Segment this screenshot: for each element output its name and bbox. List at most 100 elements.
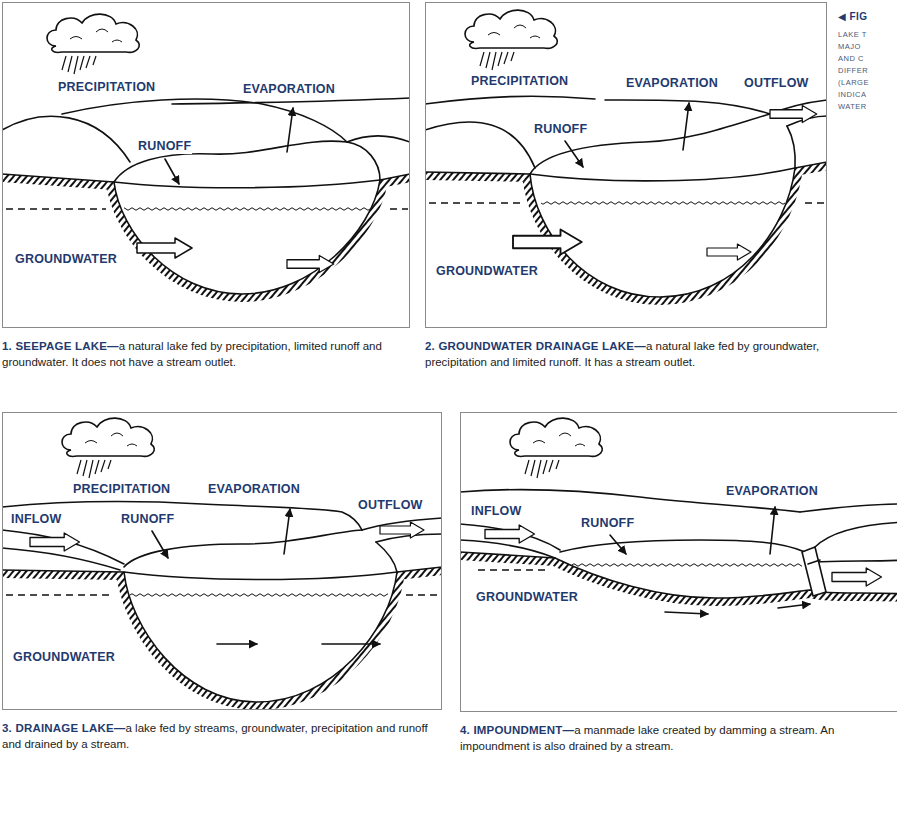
lake-shore [560,540,805,552]
groundwater-arrow [287,256,334,273]
lake-basin [2,567,442,702]
rain-cloud [465,10,557,70]
water-surface [541,200,785,206]
flow-label: GROUNDWATER [475,590,579,605]
impoundment-drawing [460,412,897,614]
figure-note: (LARGE [838,78,869,88]
groundwater-arrow [778,604,810,608]
flow-label: GROUNDWATER [12,650,116,665]
figure-note: MAJO [838,42,861,52]
outflow-arrow [770,106,817,123]
flow-label: PRECIPITATION [470,74,569,89]
evaporation-arrow [284,509,290,554]
lake-rim [114,180,380,188]
water-surface [572,562,802,568]
runoff-arrow [152,531,168,558]
stream-bank [2,530,124,564]
hill-line [800,504,897,512]
flow-label: RUNOFF [120,512,175,527]
inflow-arrow [30,533,80,551]
lake-basin [425,162,827,297]
water-table [6,208,408,209]
lake-rim [124,572,397,580]
sky-ground [460,412,897,598]
water-table [6,594,438,595]
figure-note: ◀ FIG [838,12,868,22]
dam-detail [808,560,820,564]
groundwater-arrow [217,643,257,645]
hill-line [425,122,535,168]
lake-panel: 2. GROUNDWATER DRAINAGE LAKE—a natural l… [425,2,827,328]
water-surface [124,206,370,212]
sky-ground [425,2,827,297]
inflow-arrow [485,525,535,543]
flow-label: OUTFLOW [357,498,424,513]
lake-shore [787,126,795,168]
runoff-arrow [565,141,583,167]
flow-label: RUNOFF [580,516,635,531]
flow-label: GROUNDWATER [435,264,539,279]
flow-label: EVAPORATION [242,82,336,97]
lake-type-heading: 1. SEEPAGE LAKE— [2,340,119,352]
lake-rim [530,168,795,181]
lake-shore [376,542,397,572]
panel-caption: 1. SEEPAGE LAKE—a natural lake fed by pr… [2,338,402,370]
stream-bank [460,540,555,558]
lake-panel: 4. IMPOUNDMENT—a manmade lake created by… [460,412,897,712]
lake-type-heading: 2. GROUNDWATER DRAINAGE LAKE— [425,340,646,352]
hill-line [62,99,347,142]
rain-cloud [510,418,602,478]
flow-label: INFLOW [470,504,523,519]
lake-panel: 1. SEEPAGE LAKE—a natural lake fed by pr… [2,2,410,328]
lake-basin [2,174,410,294]
sky-ground [2,2,410,294]
water-table [478,569,546,570]
hill-line [172,98,410,104]
figure-note: LAKE T [838,30,867,40]
hill-line [2,501,362,530]
evaporation-arrow [287,108,293,152]
panel-caption: 2. GROUNDWATER DRAINAGE LAKE—a natural l… [425,338,825,370]
panel-caption: 3. DRAINAGE LAKE—a lake fed by streams, … [2,720,432,752]
hill-line [347,136,410,142]
rain-cloud [47,14,139,74]
hill-line [815,522,897,547]
hill-line [2,116,130,162]
stream-bank [376,534,442,542]
lake-type-heading: 3. DRAINAGE LAKE— [2,722,126,734]
groundwater-arrow [707,244,751,260]
flow-label: EVAPORATION [725,484,819,499]
groundwater-arrow [137,238,192,258]
seepage-lake-drawing [2,2,410,294]
lake-shore [124,530,362,567]
flow-label: EVAPORATION [207,482,301,497]
lake-shore [530,114,770,174]
groundwater-arrow [665,612,708,614]
lake-type-heading: 4. IMPOUNDMENT— [460,724,574,736]
evaporation-arrow [770,507,775,554]
runoff-arrow [165,159,179,184]
figure-note: INDICA [838,90,866,100]
flow-label: RUNOFF [137,139,192,154]
flow-label: GROUNDWATER [14,252,118,267]
stream-bank [2,548,120,570]
water-surface [130,592,388,598]
water-table [429,202,825,203]
runoff-arrow [610,535,626,554]
sky-ground [2,412,442,702]
flow-label: PRECIPITATION [57,80,156,95]
flow-label: OUTFLOW [743,76,810,91]
outflow-arrow [380,522,424,538]
flow-label: PRECIPITATION [72,482,171,497]
flow-label: EVAPORATION [625,76,719,91]
rain-cloud [62,418,154,478]
flow-label: INFLOW [10,512,63,527]
lake-panel: 3. DRAINAGE LAKE—a lake fed by streams, … [2,412,442,710]
figure-note: AND C [838,54,864,64]
figure-note: DIFFER [838,66,868,76]
groundwater-drainage-lake-drawing [425,2,827,297]
hill-line [425,96,595,104]
panel-caption: 4. IMPOUNDMENT—a manmade lake created by… [460,722,880,754]
outflow-arrow [832,568,882,586]
